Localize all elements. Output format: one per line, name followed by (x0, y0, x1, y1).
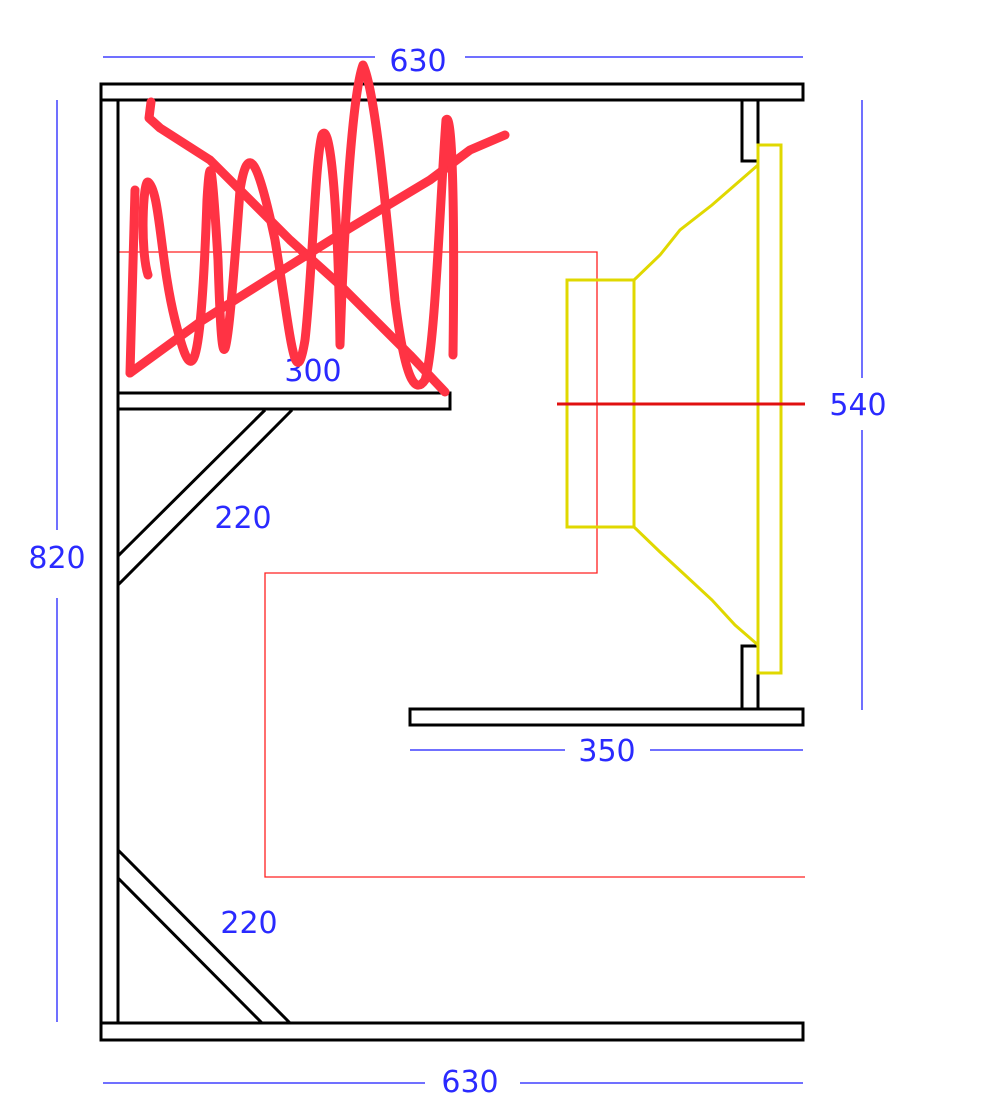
top-panel (99, 82, 805, 102)
back-panel (99, 82, 120, 1042)
speaker-driver (565, 143, 783, 675)
dim-bottom-width: 630 (441, 1065, 498, 1100)
baffle-top (740, 98, 760, 163)
upper-shelf (116, 391, 452, 411)
bottom-panel (99, 1021, 805, 1042)
scribble-annotation (125, 60, 510, 397)
dim-lower-brace: 220 (220, 906, 277, 941)
dim-lower-shelf: 350 (578, 734, 635, 769)
dim-baffle-height: 540 (829, 388, 886, 423)
baffle-bottom (740, 644, 760, 711)
air-path (118, 251, 805, 878)
dim-height: 820 (28, 541, 85, 576)
dim-top-width: 630 (389, 44, 446, 79)
dimension-lines (56, 56, 863, 1084)
lower-shelf (408, 707, 805, 727)
panels (99, 82, 805, 1042)
dim-upper-brace: 220 (214, 501, 271, 536)
